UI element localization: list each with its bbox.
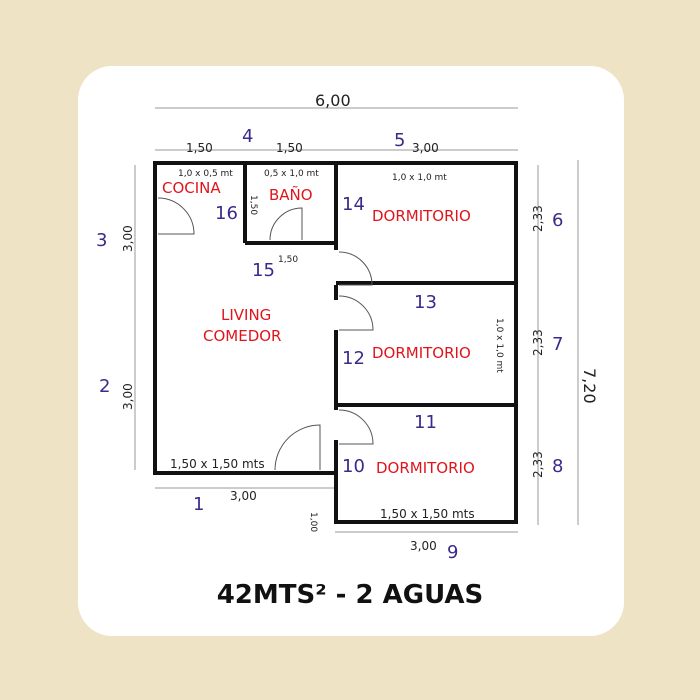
dim-bano-side: 1,50 [248,195,258,215]
marker-12: 12 [342,348,365,369]
room-dorm-2: DORMITORIO [372,344,471,362]
dim-right-2: 2,33 [531,329,545,356]
walls [153,161,518,524]
marker-5: 5 [394,130,405,151]
dim-bottom-step: 1,00 [308,512,318,532]
dim-top-right: 3,00 [412,141,439,155]
marker-11: 11 [414,412,437,433]
room-cocina: COCINA [162,179,221,197]
dim-left-upper: 3,00 [121,225,135,252]
dim-bottom-left: 3,00 [230,489,257,503]
dim-left-lower: 3,00 [121,383,135,410]
room-comedor: COMEDOR [203,327,281,345]
window-cocina: 1,0 x 0,5 mt [178,169,233,179]
dim-top-mid: 1,50 [276,141,303,155]
marker-1: 1 [193,494,204,515]
window-dorm-bottom: 1,50 x 1,50 mts [380,507,475,521]
marker-2: 2 [99,376,110,397]
room-dorm-3: DORMITORIO [376,459,475,477]
room-living: LIVING [221,306,271,324]
marker-7: 7 [552,334,563,355]
room-bano: BAÑO [269,185,313,204]
marker-4: 4 [242,126,253,147]
dim-right-3: 2,33 [531,451,545,478]
dimension-lines [134,107,579,533]
marker-8: 8 [552,456,563,477]
plan-caption: 42MTS² - 2 AGUAS [216,580,484,610]
window-dorm-top: 1,0 x 1,0 mt [392,173,447,183]
marker-13: 13 [414,292,437,313]
marker-6: 6 [552,210,563,231]
dim-total-width: 6,00 [315,91,351,110]
room-dorm-1: DORMITORIO [372,207,471,225]
window-bano: 0,5 x 1,0 mt [264,169,319,179]
window-living: 1,50 x 1,50 mts [170,457,265,471]
marker-16: 16 [215,203,238,224]
dim-bano-bottom: 1,50 [278,255,298,265]
dim-bottom-right: 3,00 [410,539,437,553]
marker-10: 10 [342,456,365,477]
door-swings [157,197,374,471]
dim-total-height: 7,20 [580,368,599,404]
marker-3: 3 [96,230,107,251]
window-dorm-mid: 1,0 x 1,0 mt [494,318,504,373]
dim-right-1: 2,33 [531,205,545,232]
dim-top-left: 1,50 [186,141,213,155]
marker-14: 14 [342,194,365,215]
marker-15: 15 [252,260,275,281]
marker-9: 9 [447,542,458,563]
